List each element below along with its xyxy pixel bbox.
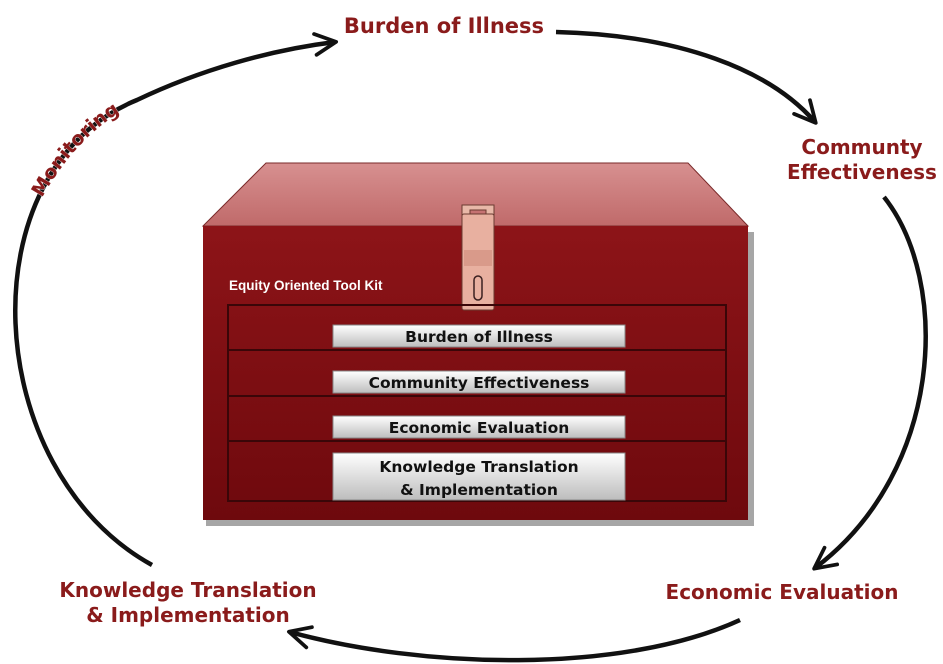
label-knowledge-line2: & Implementation bbox=[86, 603, 290, 627]
label-knowledge-line1: Knowledge Translation bbox=[59, 578, 316, 602]
drawer-label-plate bbox=[332, 324, 626, 348]
drawer-economic-evaluation: Economic Evaluation bbox=[332, 415, 626, 439]
drawer-label-plate bbox=[332, 370, 626, 394]
drawer-burden-of-illness: Burden of Illness bbox=[332, 324, 626, 348]
toolbox-title: Equity Oriented Tool Kit bbox=[229, 278, 383, 293]
arrow-burden-to-community bbox=[555, 29, 818, 125]
toolbox: Equity Oriented Tool Kit Burden of Illne… bbox=[201, 162, 754, 526]
drawer-label-text-line1: Knowledge Translation bbox=[379, 458, 578, 476]
drawer-knowledge-translation: Knowledge Translation & Implementation bbox=[332, 452, 626, 501]
monitoring-text-path: Monitoring bbox=[27, 98, 123, 201]
cycle-arrows bbox=[13, 29, 928, 663]
label-monitoring: Monitoring bbox=[27, 98, 123, 200]
drawer-label-text-line2: & Implementation bbox=[400, 481, 558, 499]
drawer-label-text: Community Effectiveness bbox=[369, 374, 590, 392]
drawer-label-plate bbox=[332, 452, 626, 501]
label-community-line1: Communty bbox=[801, 135, 922, 159]
drawer-community-effectiveness: Community Effectiveness bbox=[332, 370, 626, 394]
toolbox-drawers: Burden of Illness Community Effectivenes… bbox=[227, 304, 727, 502]
label-burden-of-illness: Burden of Illness bbox=[344, 14, 544, 38]
arrow-community-to-economic bbox=[812, 195, 928, 571]
label-community-line2: Effectiveness bbox=[787, 160, 937, 184]
arrow-economic-to-knowledge bbox=[287, 617, 741, 663]
drawer-label-text: Economic Evaluation bbox=[389, 419, 570, 437]
label-economic-evaluation: Economic Evaluation bbox=[666, 580, 899, 604]
drawer-label-text: Burden of Illness bbox=[405, 328, 553, 346]
drawer-label-plate bbox=[332, 415, 626, 439]
toolbox-latch bbox=[461, 204, 495, 311]
drawer-frame bbox=[227, 304, 727, 502]
arrow-knowledge-to-burden bbox=[13, 32, 339, 567]
